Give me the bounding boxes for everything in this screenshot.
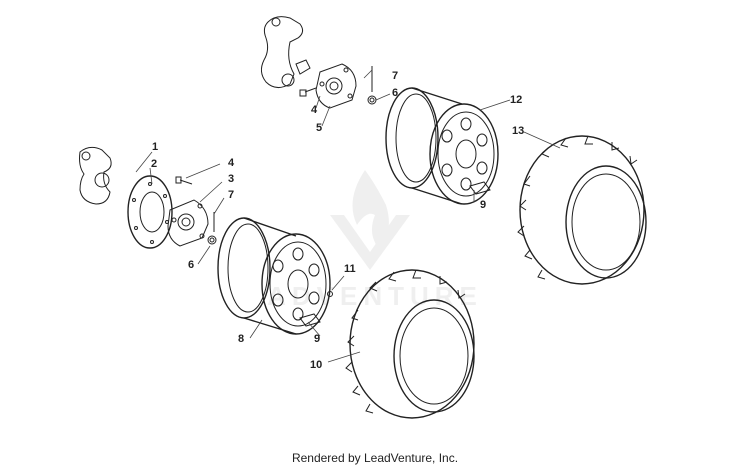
lower-wheel-rim [217,217,333,335]
callout-6-upper: 6 [392,87,398,99]
callout-3: 3 [228,173,234,185]
callout-11: 11 [344,263,356,275]
watermark-v-mark [330,215,410,270]
callout-4-lower: 4 [228,157,235,169]
lower-stud-and-nut [175,176,217,245]
brake-disc [127,175,173,249]
callout-6-lower: 6 [188,259,194,271]
leader-lines [135,69,561,363]
upper-hub [315,63,357,109]
upper-tire [517,135,647,285]
callout-8: 8 [238,333,244,345]
callout-7-upper: 7 [392,70,398,82]
lower-tire [345,269,475,419]
lower-knuckle-assembly [79,146,112,205]
callout-1: 1 [152,141,158,153]
watermark-flame-icon [352,170,389,250]
upper-wheel-rim [385,87,499,205]
callout-5: 5 [316,122,322,134]
callout-9-upper: 9 [480,199,486,211]
footer-credit: Rendered by LeadVenture, Inc. [291,451,459,465]
callout-7-lower: 7 [228,189,234,201]
callout-2: 2 [151,158,157,170]
callout-9-lower: 9 [314,333,320,345]
watermark: ADVENTURE [267,170,477,311]
upper-knuckle-assembly [260,16,311,88]
callout-10: 10 [310,359,322,371]
callout-4-upper: 4 [311,104,318,116]
callout-13: 13 [512,125,524,137]
lower-hub [167,199,209,247]
callout-12: 12 [510,94,522,106]
